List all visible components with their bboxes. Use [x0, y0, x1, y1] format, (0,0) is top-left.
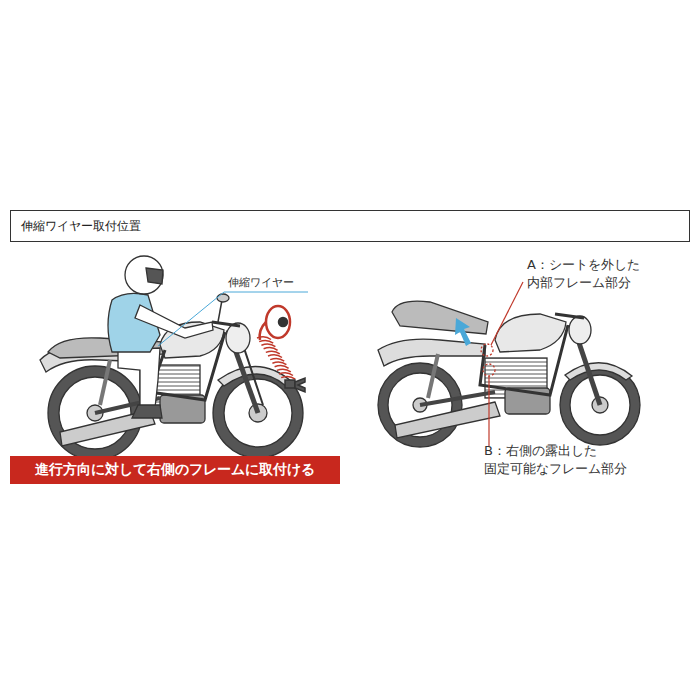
coil-wire	[260, 306, 290, 340]
lift-arrow	[455, 318, 471, 346]
left-motorcycle	[40, 294, 303, 460]
left-motorcycle	[218, 300, 222, 322]
left-motorcycle	[212, 322, 240, 326]
header-box: 伸縮ワイヤー取付位置	[10, 210, 690, 242]
part-label: 伸縮ワイヤー	[228, 276, 338, 291]
callout-label: B：右側の露出した 固定可能なフレーム部分	[484, 442, 674, 477]
leader-line	[489, 282, 523, 446]
leader-line	[158, 292, 308, 346]
left-motorcycle	[150, 332, 225, 400]
right-motorcycle	[555, 314, 584, 318]
rider	[118, 348, 160, 410]
right-motorcycle	[395, 402, 500, 438]
rider	[132, 405, 162, 418]
coil-wire-spring	[275, 366, 289, 369]
wire-clip	[295, 378, 305, 392]
right-motorcycle	[480, 325, 568, 395]
mount-point-marker	[481, 344, 493, 356]
coil-wire-spring	[270, 358, 284, 361]
right-motorcycle	[420, 392, 495, 405]
coil-wire-spring	[257, 337, 295, 379]
coil-wire-spring	[277, 369, 291, 372]
leader-line	[491, 282, 523, 345]
coil-wire-spring	[281, 376, 295, 379]
wire-clip	[285, 380, 295, 388]
instruction-text: 進行方向に対して右側のフレームに取付ける	[35, 461, 315, 479]
right-motorcycle	[565, 363, 632, 380]
coil-wire-spring	[266, 351, 280, 354]
leader-line	[158, 292, 224, 346]
rider	[125, 256, 163, 294]
coil-wire-spring	[257, 337, 271, 340]
leader-line	[224, 292, 308, 293]
lift-arrow	[455, 318, 471, 346]
callout-label: A：シートを外した 内部フレーム部分	[527, 256, 692, 291]
coil-wire-spring	[259, 340, 273, 343]
mount-point-marker	[483, 364, 495, 376]
coil-wire-spring	[264, 348, 278, 351]
left-motorcycle	[217, 294, 229, 302]
coil-wire-spring	[261, 344, 275, 347]
right-motorcycle	[378, 301, 640, 447]
right-motorcycle	[428, 354, 438, 398]
mount-point-marker	[481, 344, 495, 376]
caption-band: 進行方向に対して右側のフレームに取付ける	[10, 456, 340, 484]
coil-wire	[266, 306, 290, 338]
leader-line	[488, 376, 489, 446]
coil-wire-spring	[272, 362, 286, 365]
section-title: 伸縮ワイヤー取付位置	[21, 218, 141, 235]
right-motorcycle	[569, 316, 591, 344]
rider	[108, 256, 213, 418]
coil-wire-spring	[268, 355, 282, 358]
wire-clip	[285, 378, 305, 392]
left-motorcycle	[226, 323, 250, 353]
coil-wire-spring	[279, 373, 293, 376]
right-motorcycle	[495, 314, 566, 352]
left-motorcycle	[100, 360, 110, 405]
coil-wire	[279, 318, 287, 326]
right-motorcycle	[392, 301, 488, 334]
rider	[146, 268, 163, 284]
